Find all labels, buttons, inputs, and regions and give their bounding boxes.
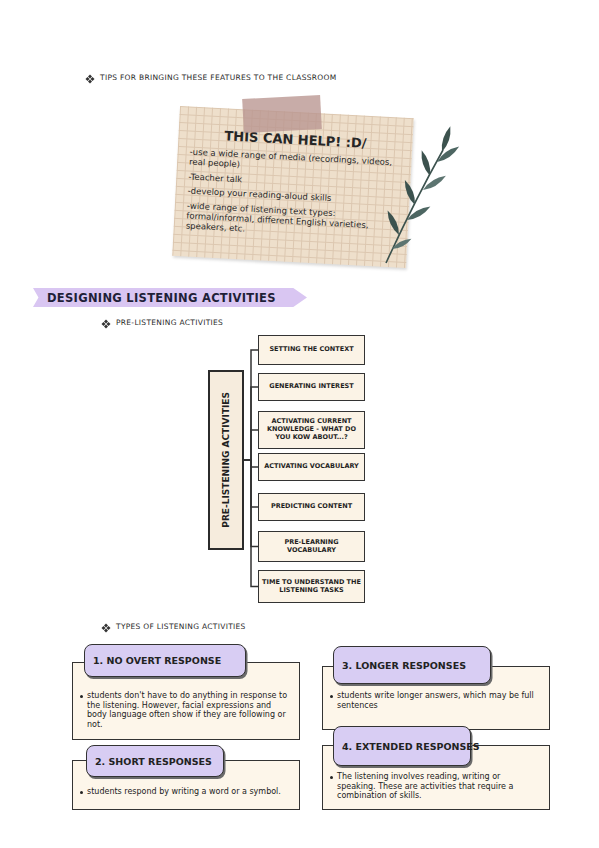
- activity-label: ACTIVATING CURRENT KNOWLEDGE - WHAT DO Y…: [262, 418, 361, 441]
- tree-connector: [244, 387, 258, 460]
- type-card: 3. LONGER RESPONSESstudents write longer…: [322, 666, 550, 730]
- root-label: PRE-LISTENING ACTIVITIES: [221, 392, 231, 528]
- card-body: students respond by writing a word or a …: [87, 787, 291, 797]
- tree-connector: [244, 350, 258, 460]
- note-paper: THIS CAN HELP! :D/-use a wide range of m…: [172, 106, 414, 268]
- card-body: students don't have to do anything in re…: [87, 691, 291, 729]
- tree-connector: [244, 460, 258, 587]
- bullet-symbol: [102, 320, 111, 329]
- type-card: 4. EXTENDED RESPONSESThe listening invol…: [322, 745, 550, 810]
- activity-box: GENERATING INTEREST: [258, 373, 365, 401]
- leaf-illustration: [385, 125, 461, 263]
- activity-box: PRE-LEARNING VOCABULARY: [258, 531, 365, 562]
- activity-box: TIME TO UNDERSTAND THE LISTENING TASKS: [258, 570, 365, 603]
- section-heading: PRE-LISTENING ACTIVITIES: [116, 318, 223, 327]
- section-band: DESIGNING LISTENING ACTIVITIES: [33, 288, 307, 307]
- bullet-dot: [80, 791, 83, 794]
- card-heading: 1. NO OVERT RESPONSE: [84, 644, 246, 677]
- tree-connector: [244, 460, 258, 547]
- tree-connector: [244, 460, 258, 507]
- tree-connector: [244, 460, 258, 467]
- type-card: 1. NO OVERT RESPONSEstudents don't have …: [72, 662, 300, 740]
- tip-item: -wide range of listening text types: for…: [186, 202, 397, 242]
- bullet-symbol: [86, 75, 95, 84]
- section-title: DESIGNING LISTENING ACTIVITIES: [47, 291, 276, 305]
- activity-label: PRE-LEARNING VOCABULARY: [262, 539, 361, 555]
- activity-label: ACTIVATING VOCABULARY: [264, 463, 359, 471]
- activity-box: SETTING THE CONTEXT: [258, 335, 365, 365]
- section-heading: TYPES OF LISTENING ACTIVITIES: [116, 622, 246, 631]
- activity-label: TIME TO UNDERSTAND THE LISTENING TASKS: [262, 579, 361, 595]
- activity-label: PREDICTING CONTENT: [271, 503, 352, 511]
- bullet-dot: [80, 695, 83, 698]
- tree-connector: [244, 430, 258, 460]
- card-heading: 4. EXTENDED RESPONSES: [333, 726, 471, 766]
- card-heading: 3. LONGER RESPONSES: [333, 646, 491, 684]
- activity-box: PREDICTING CONTENT: [258, 493, 365, 521]
- type-card: 2. SHORT RESPONSESstudents respond by wr…: [72, 760, 300, 810]
- section-heading: TIPS FOR BRINGING THESE FEATURES TO THE …: [100, 73, 337, 82]
- activity-label: GENERATING INTEREST: [269, 383, 353, 391]
- bullet-symbol: [102, 624, 111, 633]
- card-heading: 2. SHORT RESPONSES: [86, 745, 224, 777]
- root-box: PRE-LISTENING ACTIVITIES: [208, 370, 244, 550]
- card-body: students write longer answers, which may…: [337, 691, 541, 710]
- activity-box: ACTIVATING VOCABULARY: [258, 453, 365, 481]
- card-body: The listening involves reading, writing …: [337, 772, 541, 801]
- activity-label: SETTING THE CONTEXT: [269, 346, 353, 354]
- bullet-dot: [330, 695, 333, 698]
- activity-box: ACTIVATING CURRENT KNOWLEDGE - WHAT DO Y…: [258, 411, 365, 449]
- tape-strip: [242, 95, 322, 133]
- bullet-dot: [330, 776, 333, 779]
